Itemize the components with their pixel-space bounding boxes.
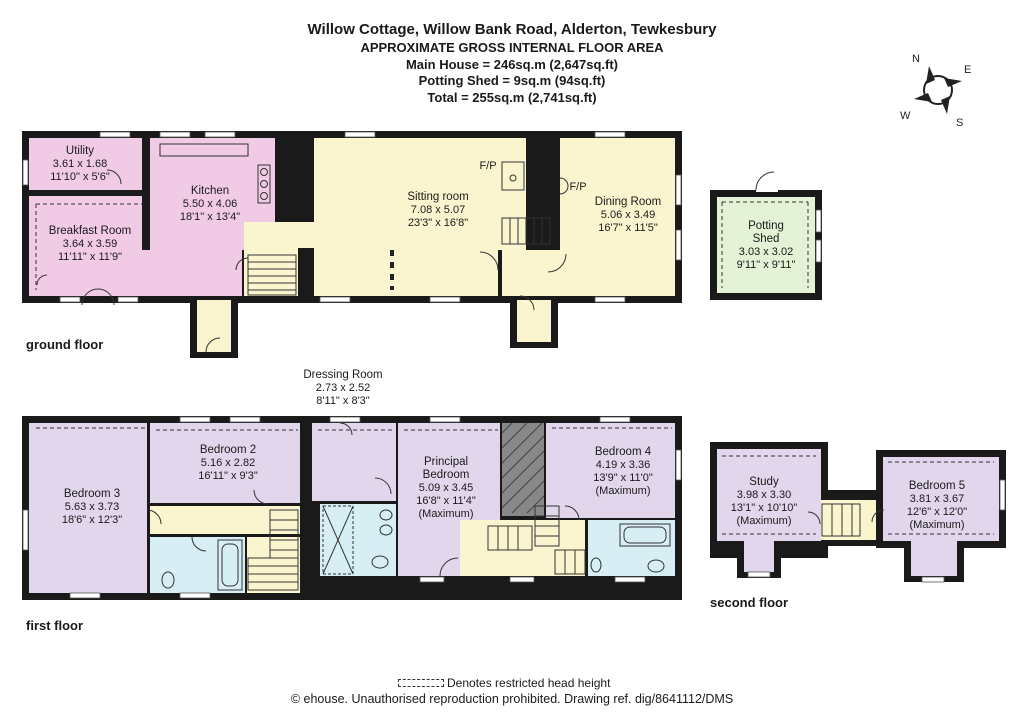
dining-room — [560, 138, 675, 296]
ground-floor-label: ground floor — [26, 337, 104, 352]
bedroom-2-room — [150, 423, 300, 503]
compass-e-label: E — [964, 64, 971, 76]
first-floor-plan — [22, 416, 682, 600]
sitting-fireplace-label: F/P — [479, 160, 497, 172]
first-floor-label: first floor — [26, 618, 84, 633]
utility-room — [29, 138, 142, 192]
copyright-notice: © ehouse. Unauthorised reproduction proh… — [290, 692, 734, 706]
bedroom-5-room — [883, 457, 999, 541]
sitting-room — [314, 138, 500, 296]
compass-w-label: W — [900, 110, 911, 122]
breakfast-room — [29, 196, 142, 296]
potting-shed-plan — [710, 171, 822, 300]
second-floor-plan — [710, 442, 1006, 583]
total-area: Total = 255sq.m (2,741sq.ft) — [427, 89, 597, 105]
compass-icon: N E S W — [900, 53, 971, 129]
potting-shed-area: Potting Shed = 9sq.m (94sq.ft) — [418, 73, 606, 88]
legend: Denotes restricted head height — [398, 676, 610, 690]
bedroom-4-room — [546, 423, 675, 518]
study-room — [717, 449, 821, 541]
bedroom-3-room — [29, 423, 147, 593]
second-floor-label: second floor — [710, 595, 789, 610]
ground-floor-plan — [22, 131, 682, 358]
dining-fireplace-label: F/P — [569, 181, 587, 193]
main-house-area: Main House = 246sq.m (2,647sq.ft) — [405, 56, 619, 72]
dressing-room — [312, 423, 396, 501]
area-subtitle: APPROXIMATE GROSS INTERNAL FLOOR AREA — [360, 40, 664, 55]
legend-text: Denotes restricted head height — [447, 676, 611, 690]
compass-n-label: N — [912, 53, 920, 65]
property-title: Willow Cottage, Willow Bank Road, Aldert… — [307, 21, 717, 38]
compass-s-label: S — [956, 117, 963, 129]
plan-header: Willow Cottage, Willow Bank Road, Aldert… — [262, 20, 762, 106]
restricted-height-symbol — [398, 679, 444, 687]
